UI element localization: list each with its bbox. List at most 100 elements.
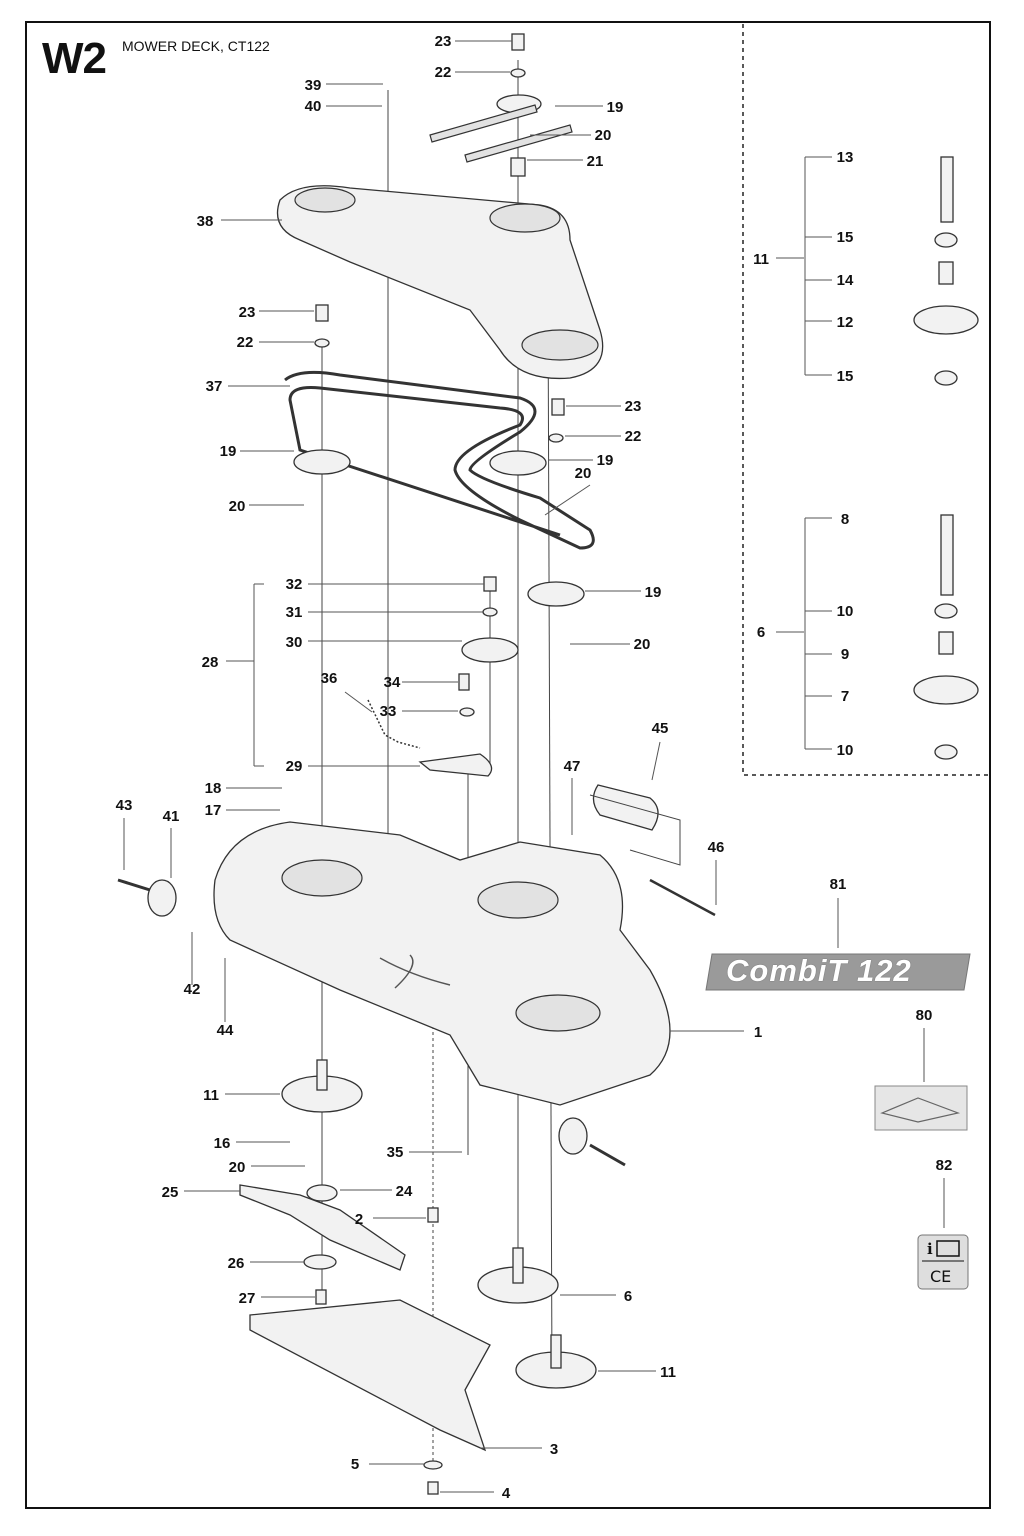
idler-arm bbox=[418, 753, 493, 777]
callout-number: 20 bbox=[229, 498, 246, 515]
callout-number: 31 bbox=[286, 604, 303, 621]
decal bbox=[874, 1085, 968, 1131]
washer bbox=[303, 1254, 337, 1270]
bolt bbox=[427, 1481, 439, 1495]
mower-deck bbox=[213, 821, 671, 1106]
callout-number: 15 bbox=[837, 368, 854, 385]
callout-number: 19 bbox=[220, 443, 237, 460]
bearing bbox=[934, 744, 958, 760]
bolt bbox=[483, 576, 497, 592]
callout-number: 19 bbox=[597, 452, 614, 469]
callout-number: 24 bbox=[396, 1183, 413, 1200]
callout-number: 21 bbox=[587, 153, 604, 170]
callout-number: 26 bbox=[228, 1255, 245, 1272]
plate-hub bbox=[489, 203, 561, 233]
washer bbox=[459, 707, 475, 717]
blade-adapter bbox=[306, 1184, 338, 1202]
book-icon bbox=[936, 1240, 960, 1257]
leader-line bbox=[344, 691, 373, 713]
callout-number: 6 bbox=[624, 1288, 632, 1305]
cylinder-part bbox=[592, 784, 659, 831]
callout-number: 11 bbox=[660, 1364, 676, 1381]
callout-number: 82 bbox=[936, 1157, 953, 1174]
info-ce-decal bbox=[917, 1234, 969, 1290]
page-code: W2 bbox=[42, 34, 107, 83]
bolt bbox=[315, 1289, 327, 1305]
spindle-shaft bbox=[512, 1247, 524, 1284]
info-icon: i bbox=[927, 1240, 933, 1258]
bolt bbox=[511, 33, 525, 51]
washer bbox=[423, 1460, 443, 1470]
inset-box bbox=[742, 24, 990, 776]
plate-hub bbox=[294, 187, 356, 213]
callout-number: 41 bbox=[163, 808, 180, 825]
bolt bbox=[458, 673, 470, 691]
callout-number: 81 bbox=[830, 876, 847, 893]
bolt bbox=[589, 1143, 626, 1167]
pulley bbox=[489, 450, 547, 476]
washer bbox=[548, 433, 564, 443]
belt-cover-plate bbox=[276, 185, 604, 380]
callout-number: 18 bbox=[205, 780, 222, 797]
callout-number: 2 bbox=[355, 1211, 363, 1228]
bolt bbox=[117, 878, 151, 892]
bearing bbox=[934, 603, 958, 619]
bearing bbox=[934, 370, 958, 386]
spacer bbox=[427, 1207, 439, 1223]
deck-hole bbox=[515, 994, 601, 1032]
ce-mark-icon: CE bbox=[930, 1267, 951, 1286]
callout-number: 36 bbox=[321, 670, 338, 687]
callout-number: 12 bbox=[837, 314, 854, 331]
pulley bbox=[293, 449, 351, 475]
plate-hub bbox=[521, 329, 599, 361]
callout-number: 5 bbox=[351, 1456, 359, 1473]
callout-number: 10 bbox=[837, 603, 854, 620]
bolt bbox=[315, 304, 329, 322]
callout-number: 37 bbox=[206, 378, 223, 395]
callout-number: 44 bbox=[217, 1022, 234, 1039]
callout-number: 22 bbox=[237, 334, 254, 351]
callout-number: 38 bbox=[197, 213, 214, 230]
decal-belt-icon bbox=[880, 1097, 961, 1123]
page-title: MOWER DECK, CT122 bbox=[122, 38, 270, 54]
washer bbox=[482, 607, 498, 617]
callout-number: 8 bbox=[841, 511, 849, 528]
callout-number: 45 bbox=[652, 720, 669, 737]
callout-number: 7 bbox=[841, 688, 849, 705]
callout-number: 22 bbox=[625, 428, 642, 445]
callout-number: 19 bbox=[645, 584, 662, 601]
spindle-housing bbox=[913, 675, 979, 705]
shaft bbox=[940, 514, 954, 596]
axis-line bbox=[547, 299, 553, 1381]
callout-number: 34 bbox=[384, 674, 401, 691]
anti-scalp-wheel bbox=[558, 1117, 588, 1155]
spindle-housing bbox=[913, 305, 979, 335]
bolt bbox=[551, 398, 565, 416]
callout-number: 14 bbox=[837, 272, 854, 289]
spindle-shaft bbox=[550, 1334, 562, 1369]
callout-number: 46 bbox=[708, 839, 725, 856]
washer bbox=[314, 338, 330, 348]
callout-number: 20 bbox=[634, 636, 651, 653]
callout-number: 43 bbox=[116, 797, 133, 814]
callout-number: 30 bbox=[286, 634, 303, 651]
deck-hole bbox=[477, 881, 559, 919]
spacer bbox=[938, 631, 954, 655]
callout-number: 47 bbox=[564, 758, 581, 775]
callout-number: 27 bbox=[239, 1290, 256, 1307]
deck-emboss bbox=[379, 954, 451, 989]
product-logo: CombiT 122 bbox=[726, 953, 912, 988]
leader-line bbox=[544, 484, 591, 516]
callout-number: 11 bbox=[203, 1087, 219, 1104]
callout-number: 6 bbox=[757, 624, 765, 641]
callout-number: 80 bbox=[916, 1007, 933, 1024]
callout-number: 4 bbox=[502, 1485, 511, 1502]
spacer bbox=[510, 157, 526, 177]
shaft bbox=[940, 156, 954, 223]
callout-number: 28 bbox=[202, 654, 219, 671]
bearing bbox=[934, 232, 958, 248]
callout-number: 1 bbox=[754, 1024, 762, 1041]
callout-number: 11 bbox=[753, 251, 769, 268]
belt-segment bbox=[429, 104, 573, 163]
